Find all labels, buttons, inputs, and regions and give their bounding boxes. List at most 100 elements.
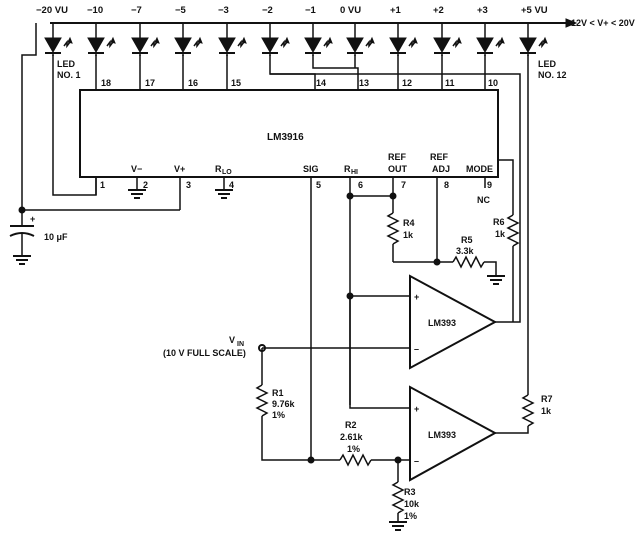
led-12-label-line2: NO. 12 <box>538 70 567 80</box>
led-diode-8 <box>346 23 375 56</box>
supply-voltage-label: 12V < V+ < 20V <box>571 18 635 28</box>
ground-symbols <box>13 189 505 531</box>
r3-value: 10k <box>404 499 420 509</box>
vu-label: −7 <box>131 5 142 16</box>
vu-label: −5 <box>175 5 187 16</box>
capacitor-plus-sign: + <box>30 214 35 224</box>
chip-pin-labels: V− V+ R LO SIG R HI REF OUT REF ADJ MODE <box>131 152 493 176</box>
led-diode-2 <box>87 23 116 56</box>
vin-sub: IN <box>237 341 244 348</box>
led-12-label-line1: LED <box>538 59 557 69</box>
led-diode-1 <box>44 23 73 56</box>
comparator-1-plus: + <box>414 292 419 302</box>
led-diode-10 <box>433 23 462 56</box>
vu-label: −1 <box>305 5 317 16</box>
light-emission-icon <box>63 36 73 49</box>
r5-resistor <box>452 255 485 269</box>
light-emission-icon <box>193 36 203 49</box>
pin-number: 6 <box>358 180 363 190</box>
capacitor-section <box>9 23 180 256</box>
led-cathode-wiring <box>52 55 529 395</box>
pin-label-rlo: R <box>215 164 222 174</box>
light-emission-icon <box>408 36 418 49</box>
vu-label: −3 <box>218 5 229 16</box>
pin-number: 12 <box>402 78 412 88</box>
light-emission-icon <box>237 36 247 49</box>
reference-network <box>346 192 497 276</box>
pin-number: 17 <box>145 78 155 88</box>
light-emission-icon <box>365 36 375 49</box>
r3-tolerance: 1% <box>404 511 417 521</box>
r7-label: R7 <box>541 394 553 404</box>
comparator-2-minus: – <box>414 456 419 466</box>
ground-icon <box>215 189 233 199</box>
vu-label: +1 <box>390 5 402 16</box>
pin-number: 16 <box>188 78 198 88</box>
led-diode-6 <box>261 23 290 56</box>
chip-name: LM3916 <box>267 132 304 143</box>
r6-label: R6 <box>493 217 505 227</box>
pin-label-rhi: R <box>344 164 351 174</box>
pin-label-nc: NC <box>477 195 490 205</box>
light-emission-icon <box>106 36 116 49</box>
led-array <box>44 23 548 56</box>
r5-value: 3.3k <box>456 246 475 256</box>
chip-top-pin-numbers: 18 17 16 15 14 13 12 11 10 <box>101 78 498 88</box>
pin-number: 14 <box>316 78 326 88</box>
pin-label-sig: SIG <box>303 164 319 174</box>
led-diode-7 <box>304 23 333 56</box>
pin-number: 10 <box>488 78 498 88</box>
pin-label-ref-adj-2: ADJ <box>432 164 450 174</box>
led-1-label-line2: NO. 1 <box>57 70 81 80</box>
pin-number: 2 <box>143 180 148 190</box>
r1-label: R1 <box>272 388 284 398</box>
vu-label: 0 VU <box>340 5 361 16</box>
r4-resistor <box>386 212 400 245</box>
pin-number: 3 <box>186 180 191 190</box>
pin-label-rhi-sub: HI <box>351 169 358 176</box>
led-diode-9 <box>389 23 418 56</box>
vu-label: −10 <box>87 5 103 16</box>
lm3916-chip <box>79 89 499 178</box>
light-emission-icon <box>323 36 333 49</box>
r2-value: 2.61k <box>340 432 364 442</box>
led-diode-11 <box>476 23 505 56</box>
r6-value: 1k <box>495 229 506 239</box>
led-diode-3 <box>131 23 160 56</box>
pin-number: 15 <box>231 78 241 88</box>
pin-label-mode: MODE <box>466 164 493 174</box>
pin-number: 13 <box>359 78 369 88</box>
pin-number: 9 <box>487 180 492 190</box>
comparator-1-label: LM393 <box>428 318 456 328</box>
ground-icon <box>128 189 146 199</box>
led-diode-5 <box>218 23 247 56</box>
comparator-1 <box>262 274 498 370</box>
led-diode-12 <box>519 23 548 56</box>
vu-label: −20 VU <box>36 5 68 16</box>
pin-label-v-minus: V− <box>131 164 142 174</box>
light-emission-icon <box>452 36 462 49</box>
pin-number: 18 <box>101 78 111 88</box>
pin-number: 8 <box>444 180 449 190</box>
comparator-2 <box>349 296 498 482</box>
vu-label: +2 <box>433 5 444 16</box>
led-1-label-line1: LED <box>57 59 76 69</box>
light-emission-icon <box>150 36 160 49</box>
chip-bottom-pin-numbers: 1 2 3 4 5 6 7 8 9 <box>100 180 492 190</box>
pin-number: 7 <box>401 180 406 190</box>
r4-value: 1k <box>403 230 414 240</box>
r7-value: 1k <box>541 406 552 416</box>
comparator-1-minus: – <box>414 344 419 354</box>
r4-label: R4 <box>403 218 415 228</box>
capacitor-value: 10 μF <box>44 232 68 242</box>
mode-wire <box>498 159 514 215</box>
ground-icon <box>389 521 407 531</box>
comparator-2-plus: + <box>414 404 419 414</box>
r1-resistor <box>255 384 269 417</box>
r7-resistor <box>521 394 535 427</box>
vin-label: V <box>229 335 235 345</box>
vu-label: +3 <box>477 5 488 16</box>
capacitor-plate-bottom <box>9 232 35 237</box>
pin-number: 4 <box>229 180 234 190</box>
